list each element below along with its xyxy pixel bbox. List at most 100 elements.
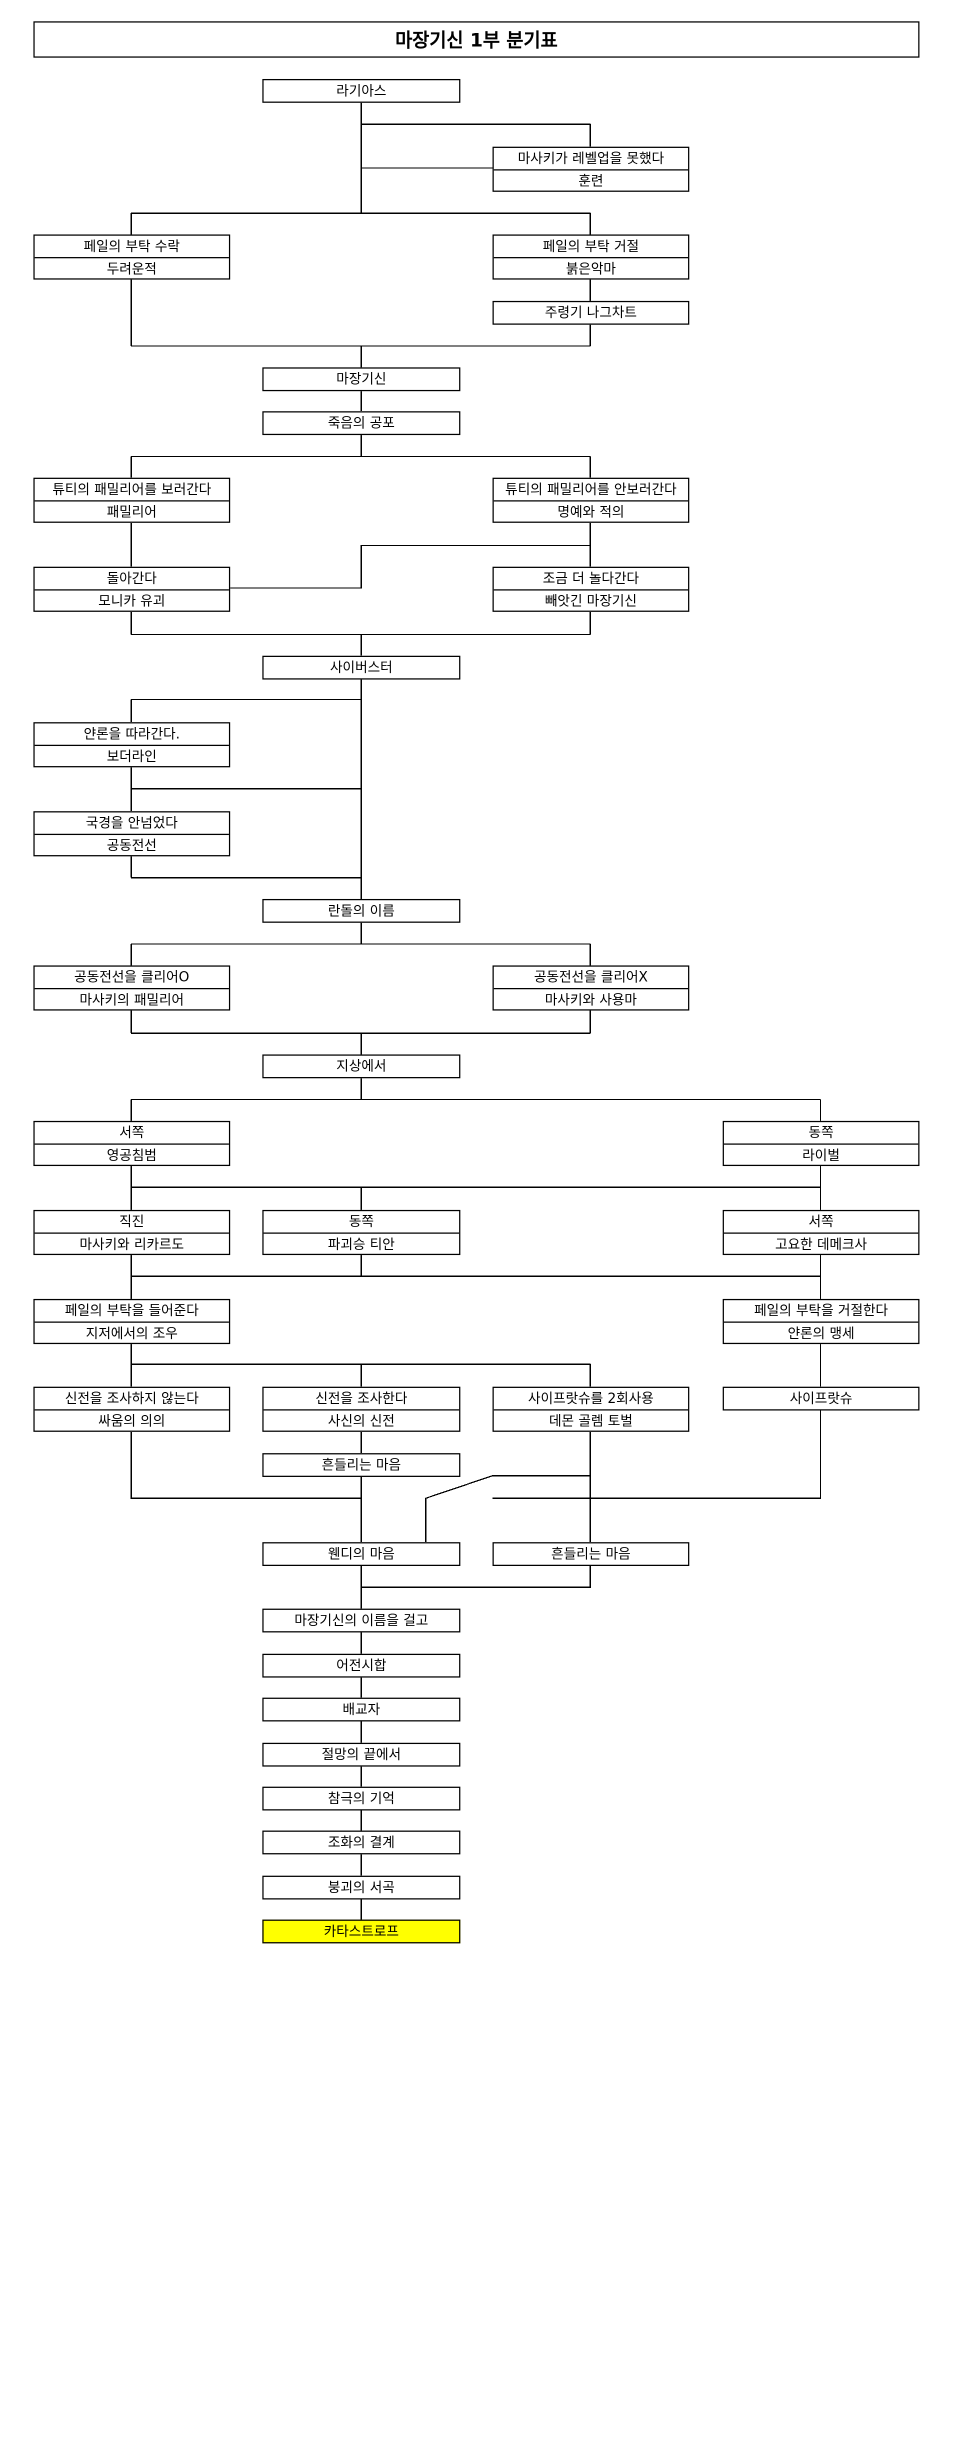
node-label: 조화의 결계	[327, 1834, 395, 1851]
node-stage: 라이벌	[723, 1143, 919, 1166]
node-stage: 명예와 적의	[493, 500, 689, 523]
node-prelude-of-collapse: 붕괴의 서곡	[262, 1875, 461, 1900]
node-wavering-heart-a: 흔들리는 마음	[262, 1453, 461, 1477]
node-stage: 얀론의 맹세	[723, 1321, 919, 1345]
node-label: 란돌의 이름	[327, 902, 395, 920]
node-label: 참극의 기억	[327, 1790, 395, 1807]
node-catastrophe: 카타스트로프	[262, 1919, 461, 1944]
node-label: 카타스트로프	[323, 1923, 399, 1940]
node-condition: 공동전선을 클리어X	[533, 969, 648, 986]
node-condition: 조금 더 놀다간다	[542, 570, 640, 587]
node-cybuster: 사이버스터	[262, 655, 461, 680]
node-stage: 고요한 데메크사	[723, 1232, 919, 1255]
node-wavering-heart-b: 흔들리는 마음	[492, 1542, 690, 1566]
node-wendy-heart: 웬디의 마음	[262, 1542, 461, 1566]
node-label: 절망의 끝에서	[321, 1746, 402, 1763]
node-condition: 직진	[119, 1213, 145, 1230]
node-label: 주령기 나그차트	[544, 304, 637, 321]
node-stage: 마사키의 패밀리어	[34, 987, 229, 1011]
node-borderline: 얀론을 따라간다.보더라인	[33, 722, 231, 768]
node-condition: 튜티의 패밀리어를 보러간다	[52, 481, 212, 498]
node-condition: 얀론을 따라간다.	[83, 725, 180, 743]
node-stage: 지저에서의 조우	[34, 1321, 229, 1345]
node-stage: 싸움의 의의	[34, 1409, 229, 1432]
node-royal-match: 어전시합	[262, 1653, 461, 1678]
node-label: 흔들리는 마음	[551, 1545, 631, 1563]
node-harmony-barrier: 조화의 결계	[262, 1830, 461, 1855]
node-stage: 두려운적	[34, 257, 229, 280]
node-condition: 동쪽	[348, 1213, 374, 1230]
node-label: 흔들리는 마음	[321, 1456, 402, 1474]
node-name-of-randall: 란돌의 이름	[262, 898, 461, 923]
node-stage: 파괴승 티안	[263, 1232, 460, 1255]
node-label: 마장기신의 이름을 걸고	[294, 1612, 429, 1629]
node-condition: 페일의 부탁을 거절한다	[754, 1302, 889, 1319]
node-condition: 페일의 부탁 수락	[83, 238, 180, 255]
node-stage: 모니카 유괴	[34, 589, 229, 612]
node-stage: 마사키와 사용마	[493, 987, 689, 1011]
node-stake-the-name: 마장기신의 이름을 걸고	[262, 1608, 461, 1633]
node-label: 어전시합	[336, 1657, 387, 1674]
node-label: 마장기신	[336, 371, 387, 388]
node-label: 죽음의 공포	[327, 415, 395, 432]
node-condition: 페일의 부탁을 들어준다	[64, 1302, 199, 1319]
node-condition: 돌아간다	[106, 570, 157, 587]
node-stage: 보더라인	[34, 744, 229, 768]
node-stage: 마사키와 리카르도	[34, 1232, 229, 1255]
node-label: 웬디의 마음	[327, 1545, 395, 1563]
node-condition: 페일의 부탁 거절	[542, 238, 640, 255]
node-condition: 공동전선을 클리어O	[74, 969, 190, 986]
node-masoukishin: 마장기신	[262, 367, 461, 392]
node-condition: 마사키가 레벨업을 못했다	[517, 150, 665, 167]
node-stage: 영공침범	[34, 1143, 229, 1166]
node-end-of-despair: 절망의 끝에서	[262, 1742, 461, 1767]
node-tragic-memory: 참극의 기억	[262, 1786, 461, 1811]
node-stage: 빼앗긴 마장기신	[493, 589, 689, 612]
node-condition: 신전을 조사하지 않는다	[64, 1390, 199, 1407]
node-stage: 데몬 골렘 토벌	[493, 1409, 689, 1432]
node-condition: 국경을 안넘었다	[85, 814, 178, 832]
node-condition: 서쪽	[119, 1124, 145, 1141]
node-on-the-surface: 지상에서	[262, 1054, 461, 1079]
node-stage: 공동전선	[34, 833, 229, 857]
node-stage: 훈련	[493, 169, 689, 192]
node-apostate: 배교자	[262, 1697, 461, 1722]
node-label: 라기아스	[336, 82, 387, 100]
node-condition: 튜티의 패밀리어를 안보러간다	[505, 481, 677, 498]
node-stage: 사신의 신전	[263, 1409, 460, 1432]
node-label: 사이버스터	[330, 659, 393, 676]
node-fear-of-death: 죽음의 공포	[262, 411, 461, 436]
node-condition: 동쪽	[808, 1124, 834, 1141]
node-condition: 신전을 조사한다	[315, 1390, 408, 1407]
node-ragias: 라기아스	[262, 78, 461, 103]
node-label: 붕괴의 서곡	[327, 1879, 395, 1896]
node-condition: 사이프랏슈를 2회사용	[528, 1390, 654, 1407]
node-label: 사이프랏슈	[789, 1390, 853, 1407]
node-cyfrash: 사이프랏슈	[722, 1386, 920, 1411]
chart-title: 마장기신 1부 분기표	[33, 21, 920, 58]
node-stage: 붉은악마	[493, 257, 689, 280]
node-label: 배교자	[342, 1701, 381, 1718]
node-label: 지상에서	[336, 1058, 387, 1075]
node-nagchart: 주령기 나그차트	[492, 300, 690, 325]
node-stage: 패밀리어	[34, 500, 229, 523]
